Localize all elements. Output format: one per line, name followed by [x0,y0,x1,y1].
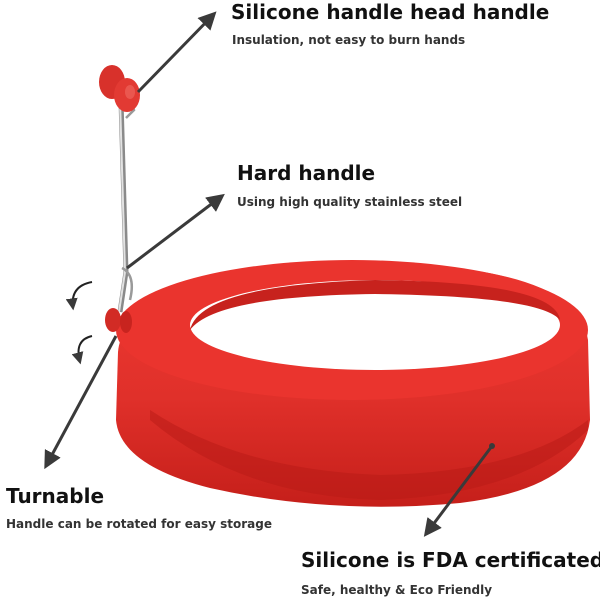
ring-opening [190,280,560,370]
arrow-hard-handle [126,193,225,270]
arrow-head-handle [136,11,217,94]
silicone-knob-bottom [105,308,132,333]
ring-lower-shadow [150,410,588,500]
callout-title-hard-handle: Hard handle [237,161,376,185]
egg-ring [116,260,590,507]
callout-subtitle-hard-handle: Using high quality stainless steel [237,195,463,209]
callout-subtitle-head-handle: Insulation, not easy to burn hands [232,33,466,47]
ring-inner-wall [190,280,560,330]
arrow-fda-origin [489,443,495,449]
silicone-knob-top [99,65,140,112]
steel-handle [114,79,136,313]
arrow-fda [423,445,494,537]
callout-title-head-handle: Silicone handle head handle [231,0,550,24]
rotate-arrows-icon [65,281,93,365]
callout-title-fda: Silicone is FDA certificated [301,548,600,572]
arrow-turnable [44,335,118,470]
callout-subtitle-fda: Safe, healthy & Eco Friendly [301,583,493,597]
callout-subtitle-turnable: Handle can be rotated for easy storage [6,517,272,531]
callout-title-turnable: Turnable [6,484,105,508]
